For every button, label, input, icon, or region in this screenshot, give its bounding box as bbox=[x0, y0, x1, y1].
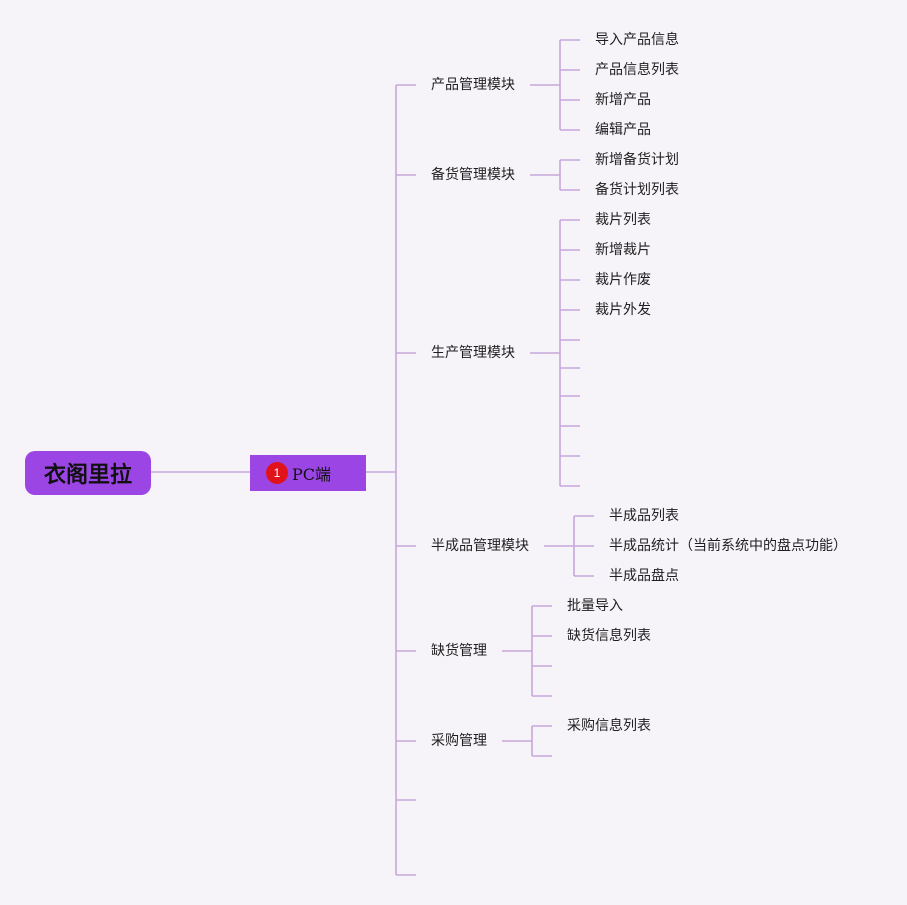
module-node[interactable]: 采购管理 bbox=[431, 733, 487, 749]
priority-badge-icon: 1 bbox=[266, 462, 288, 484]
child-node[interactable]: 编辑产品 bbox=[595, 122, 651, 138]
child-node[interactable]: 裁片外发 bbox=[595, 302, 651, 318]
child-node[interactable]: 新增备货计划 bbox=[595, 152, 679, 168]
child-node[interactable]: 产品信息列表 bbox=[595, 62, 679, 78]
child-node[interactable]: 半成品统计（当前系统中的盘点功能） bbox=[609, 538, 847, 554]
child-node[interactable]: 批量导入 bbox=[567, 598, 623, 614]
module-node[interactable]: 产品管理模块 bbox=[431, 77, 515, 93]
pc-node[interactable]: 1 PC端 bbox=[250, 455, 366, 491]
child-node[interactable]: 裁片作废 bbox=[595, 272, 651, 288]
child-node[interactable]: 缺货信息列表 bbox=[567, 628, 651, 644]
child-node[interactable]: 新增裁片 bbox=[595, 242, 651, 258]
child-node[interactable]: 采购信息列表 bbox=[567, 718, 651, 734]
module-node[interactable]: 备货管理模块 bbox=[431, 167, 515, 183]
module-node[interactable]: 半成品管理模块 bbox=[431, 538, 529, 554]
child-node[interactable]: 半成品列表 bbox=[609, 508, 679, 524]
child-node[interactable]: 半成品盘点 bbox=[609, 568, 679, 584]
module-node[interactable]: 缺货管理 bbox=[431, 643, 487, 659]
child-node[interactable]: 新增产品 bbox=[595, 92, 651, 108]
child-node[interactable]: 备货计划列表 bbox=[595, 182, 679, 198]
pc-label: PC端 bbox=[292, 465, 332, 484]
root-label: 衣阁里拉 bbox=[43, 463, 132, 488]
module-node[interactable]: 生产管理模块 bbox=[431, 345, 515, 361]
root-node[interactable]: 衣阁里拉 bbox=[25, 451, 151, 495]
child-node[interactable]: 裁片列表 bbox=[595, 212, 651, 228]
child-node[interactable]: 导入产品信息 bbox=[595, 32, 679, 48]
